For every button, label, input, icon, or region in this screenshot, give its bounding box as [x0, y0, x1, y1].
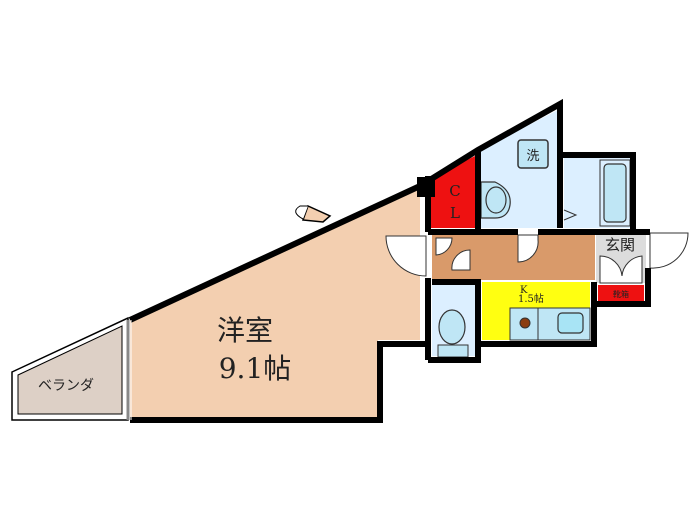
room-door	[385, 235, 427, 277]
closet-l: L	[450, 204, 460, 222]
entrance-label: 玄関	[605, 236, 635, 254]
toilet-room	[432, 284, 476, 358]
entrance: 玄関	[596, 232, 689, 284]
veranda-label: ベランダ	[38, 378, 94, 394]
kitchen: K 1.5帖	[482, 282, 591, 341]
western-room: 洋室 9.1帖	[126, 183, 428, 423]
kitchen-name: K	[520, 285, 528, 296]
closet-c: C	[449, 182, 460, 200]
washroom: 洗	[480, 110, 558, 228]
shoe-box: 靴箱	[598, 285, 644, 301]
walls	[418, 98, 651, 363]
washer-label: 洗	[526, 149, 539, 164]
veranda: ベランダ	[11, 316, 129, 421]
window-door	[295, 204, 332, 223]
western-room-name: 洋室	[217, 314, 273, 347]
western-room-size: 9.1帖	[219, 352, 292, 385]
hall	[432, 234, 595, 280]
shoe-box-label: 靴箱	[613, 289, 629, 299]
kitchen-size: 1.5帖	[518, 292, 544, 305]
bathroom	[563, 158, 631, 228]
